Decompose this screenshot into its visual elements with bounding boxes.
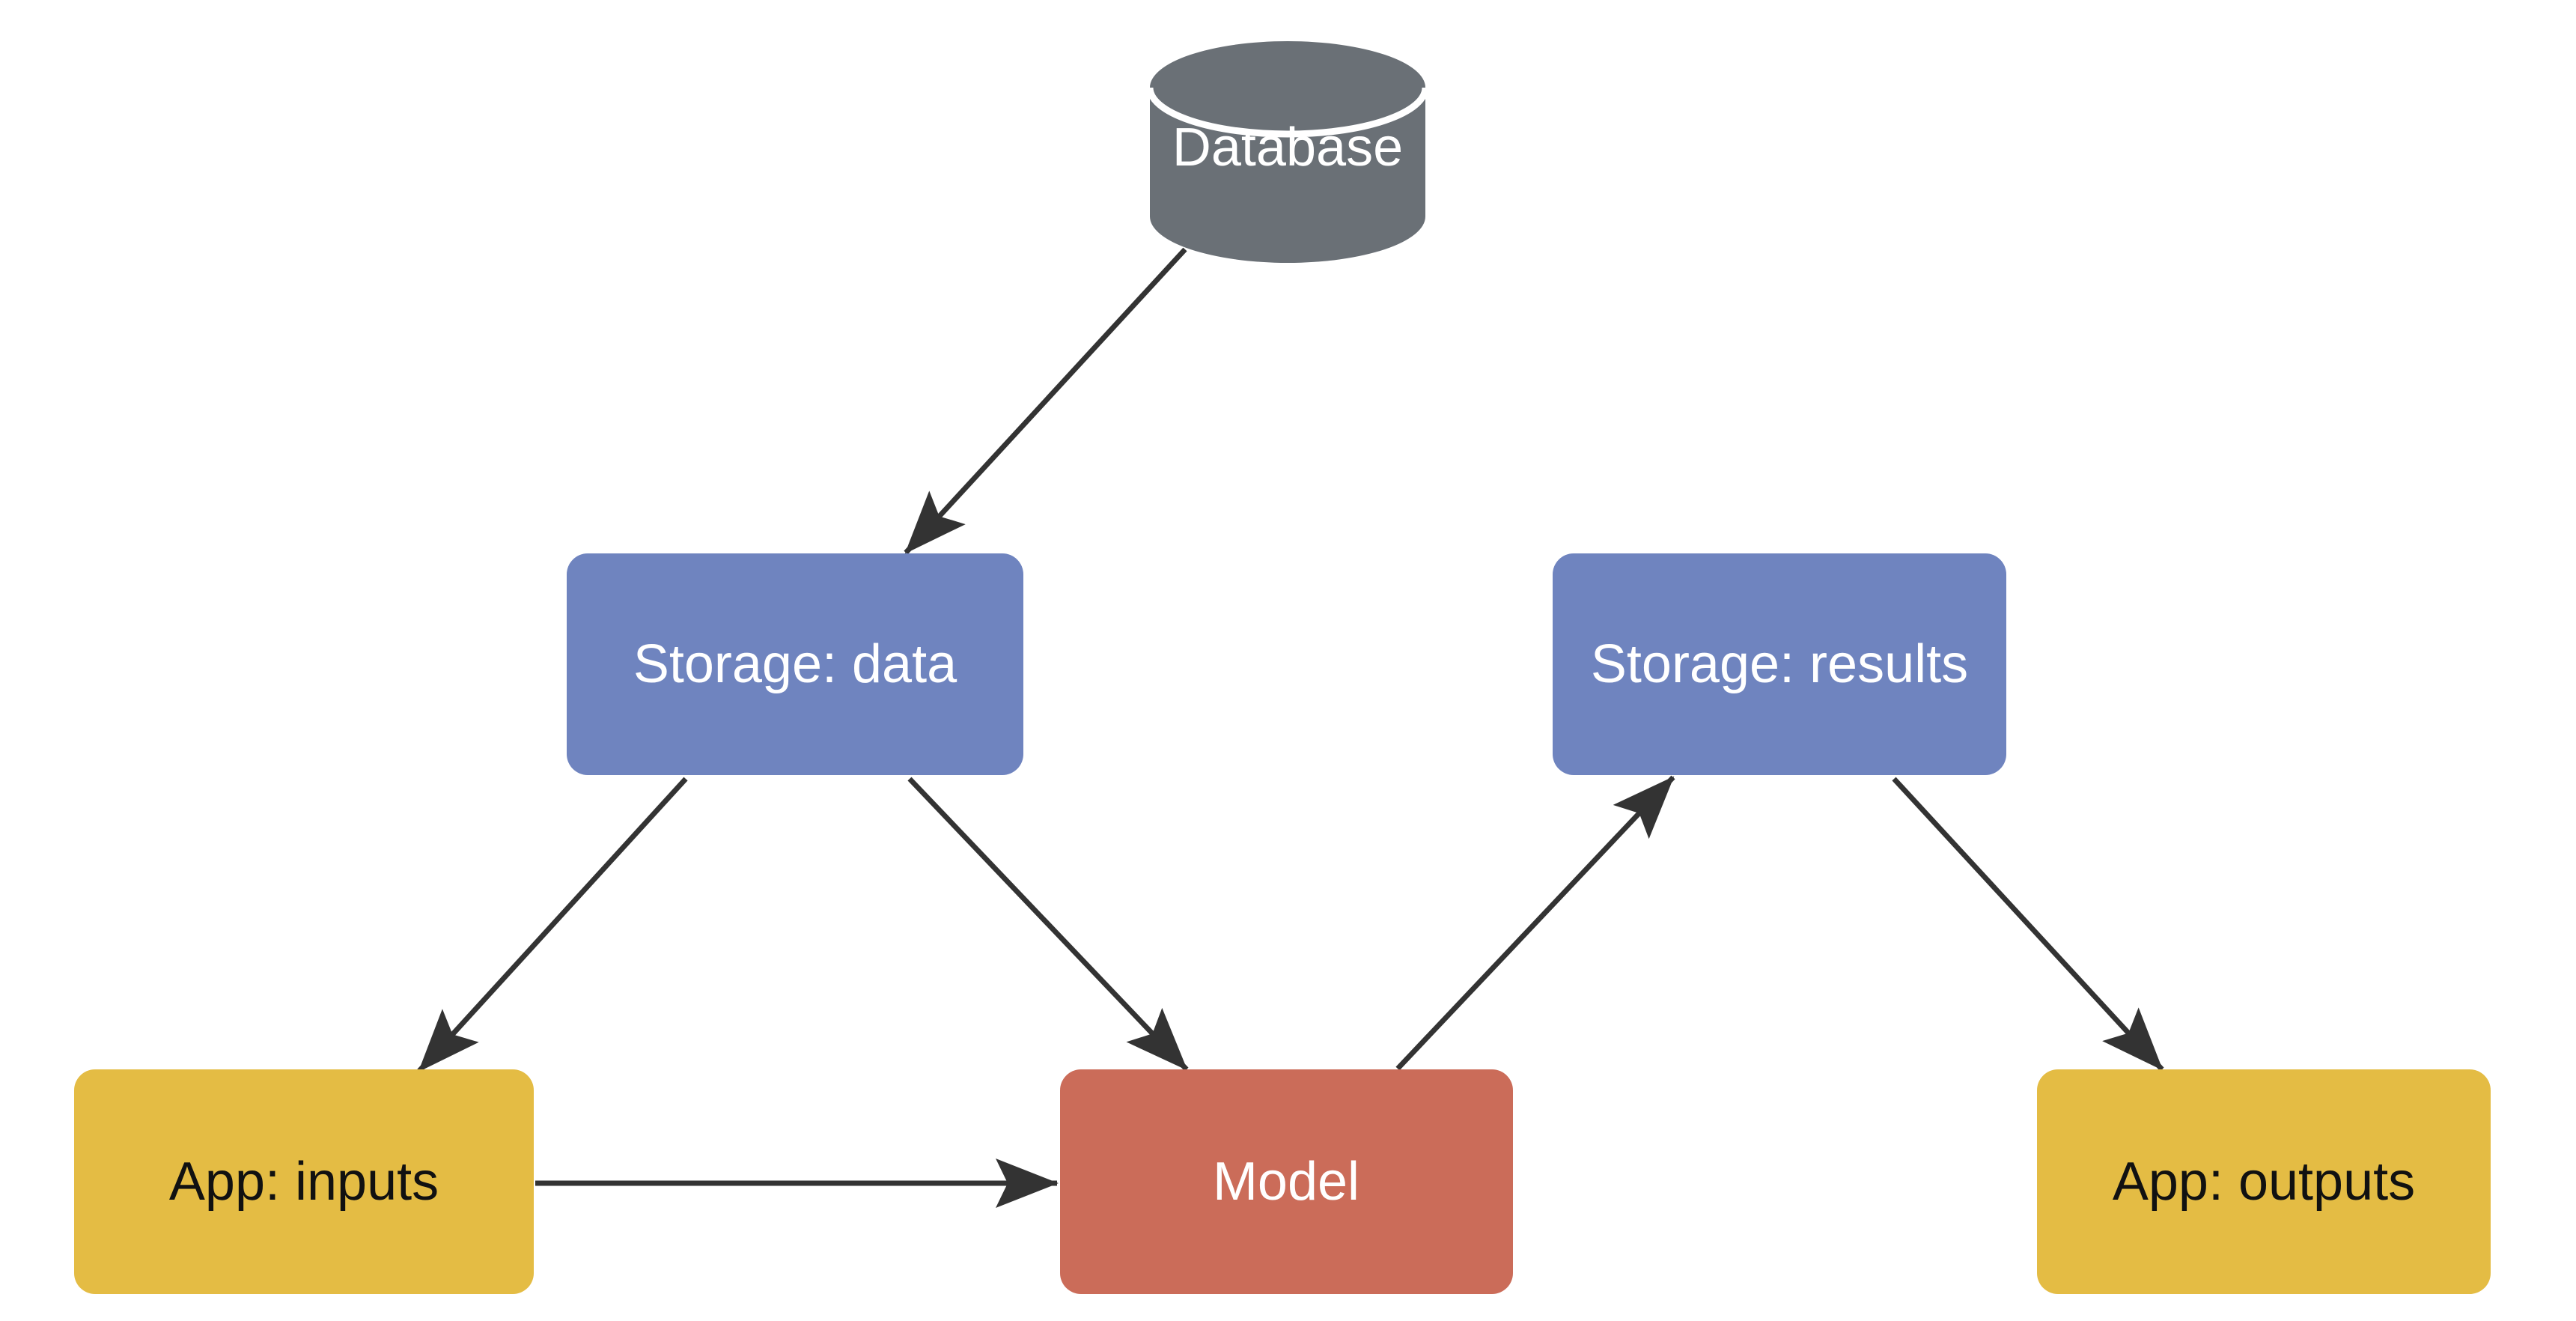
storage-data-label: Storage: data [633, 634, 957, 694]
storage-results-box [1553, 553, 2006, 775]
model-node: Model [1060, 1069, 1513, 1294]
storage-results-node: Storage: results [1553, 553, 2006, 775]
app-outputs-node: App: outputs [2037, 1069, 2491, 1294]
app-inputs-node: App: inputs [74, 1069, 534, 1294]
model-label: Model [1213, 1152, 1359, 1212]
app-inputs-label: App: inputs [169, 1152, 439, 1212]
storage-data-node: Storage: data [567, 553, 1023, 775]
edge-storage-data-to-app-inputs [417, 777, 688, 1073]
edge-database-to-storage-data [904, 247, 1187, 555]
edge-storage-data-to-model [907, 777, 1189, 1072]
database-node: Database [1146, 41, 1429, 263]
app-outputs-box [2037, 1069, 2491, 1294]
edge-model-to-storage-results [1395, 775, 1675, 1071]
storage-data-box [567, 553, 1023, 775]
app-outputs-label: App: outputs [2113, 1152, 2415, 1212]
database-cylinder-icon [1150, 41, 1425, 263]
storage-results-label: Storage: results [1591, 634, 1968, 694]
database-cylinder-lid-line [1146, 87, 1429, 138]
app-inputs-box [74, 1069, 534, 1294]
database-label: Database [1172, 118, 1403, 177]
model-box [1060, 1069, 1513, 1294]
edge-storage-results-to-app-outputs [1892, 777, 2164, 1072]
